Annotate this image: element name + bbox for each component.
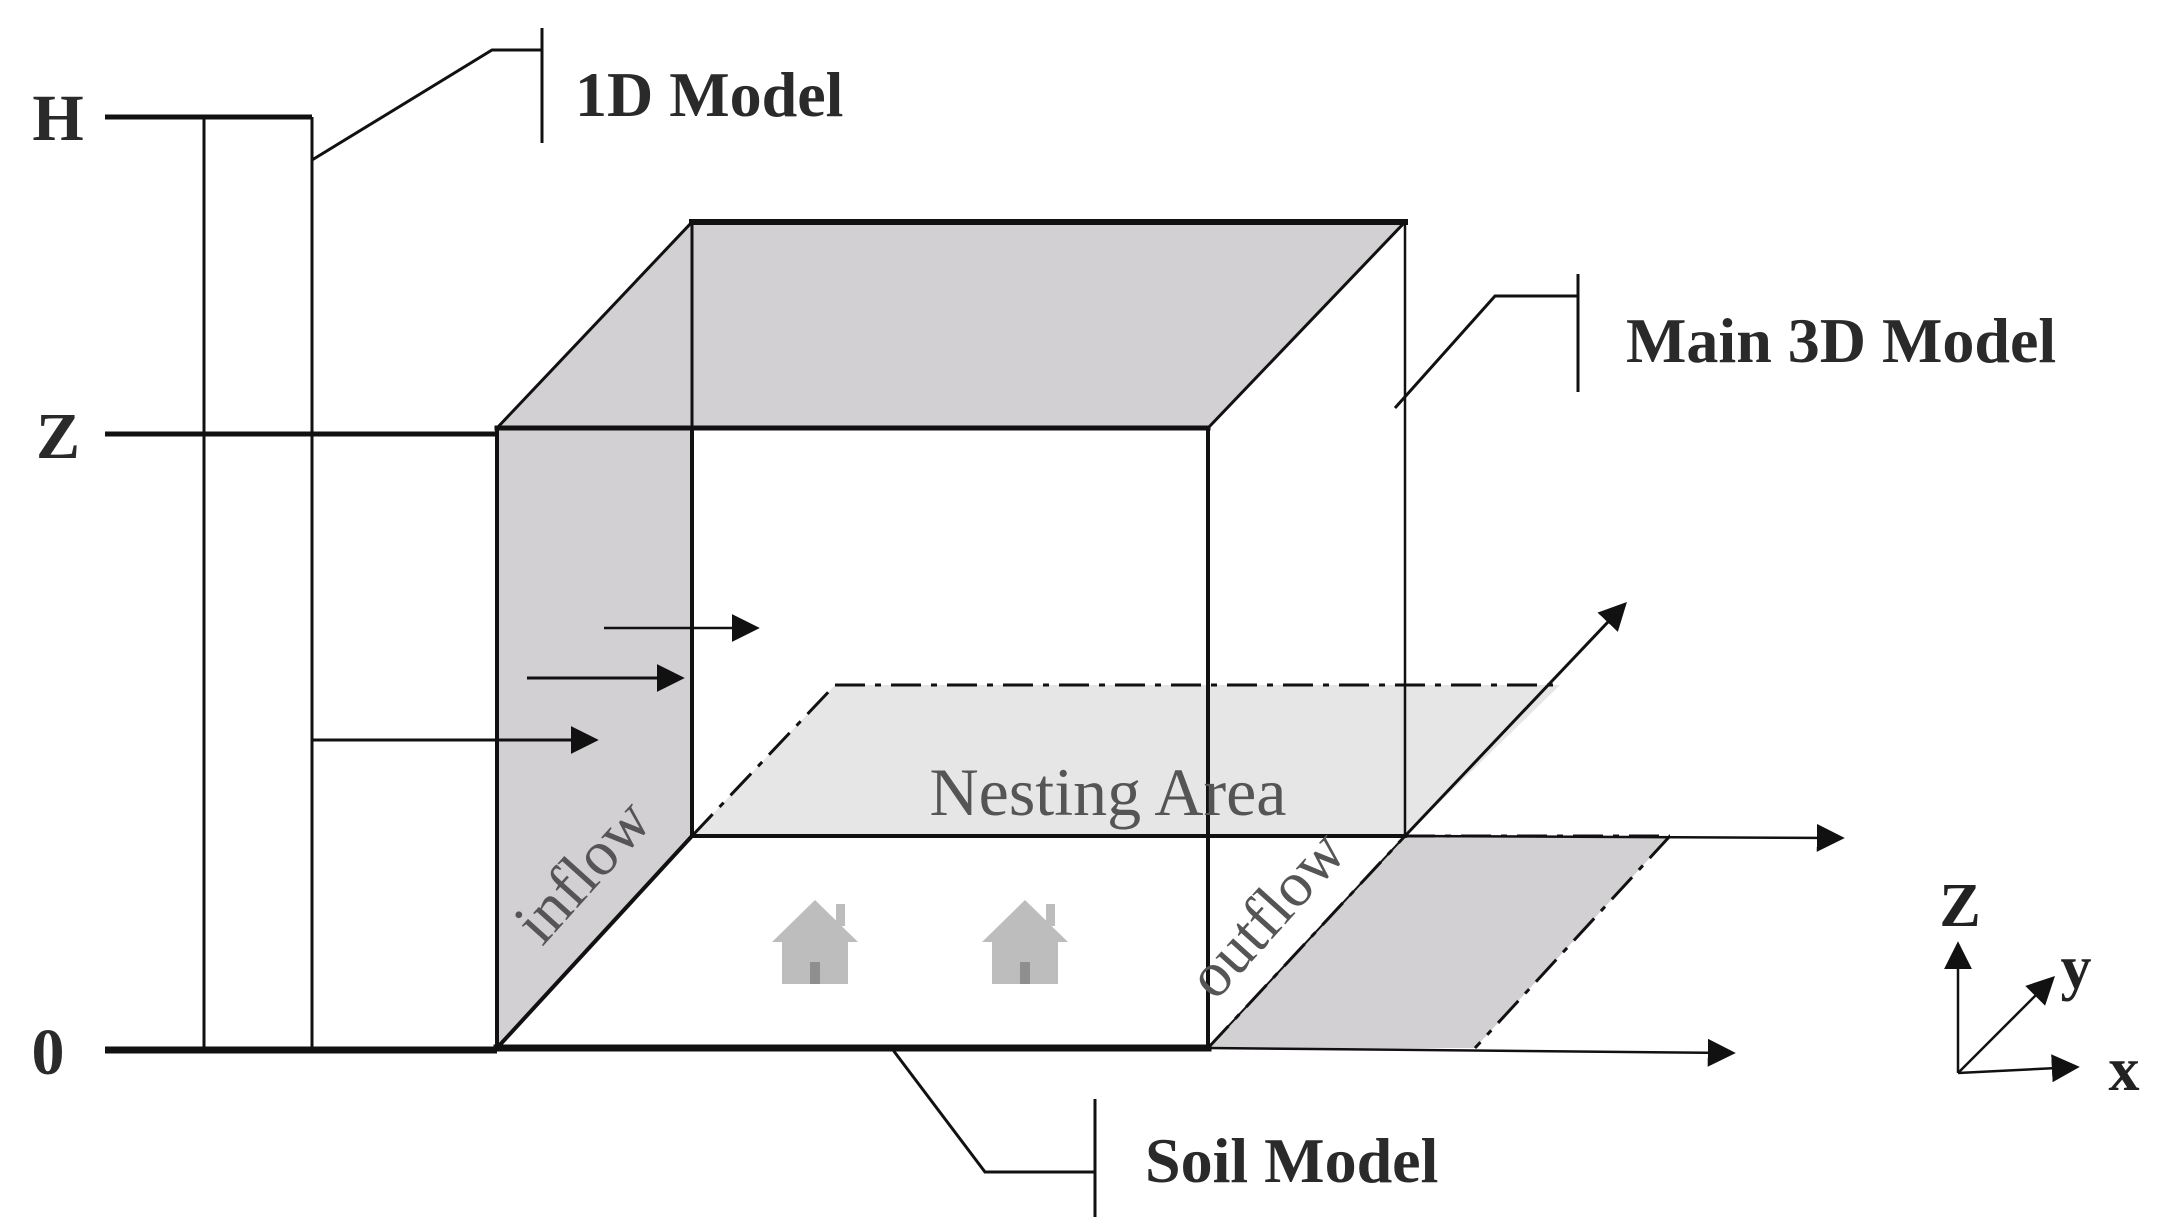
coordinate-axis-labels: Z y x [1939, 872, 2139, 1104]
column-1d [105, 114, 497, 1054]
outflow-arrows [1207, 601, 1845, 1067]
callout-leaders [311, 28, 1580, 1217]
inflow-arrows [312, 614, 760, 754]
coordinate-axes [1944, 941, 2080, 1083]
axis-label-z: Z [1939, 872, 1980, 940]
shaded-faces [497, 222, 1670, 1048]
height-label-top: H [32, 82, 83, 155]
nesting-area [692, 685, 1560, 836]
house-icon [772, 900, 858, 984]
inflow-face [497, 428, 692, 1048]
axis-label-y: y [2061, 934, 2092, 1002]
house-icon [982, 900, 1068, 984]
label-nesting-area: Nesting Area [930, 754, 1287, 830]
outflow-shade [1208, 836, 1670, 1048]
top-face [497, 222, 1405, 428]
height-axis-labels: H Z 0 [32, 82, 84, 1089]
label-main-3d-model: Main 3D Model [1626, 305, 2056, 376]
main-3d-box [493, 219, 1408, 1052]
axis-label-x: x [2109, 1036, 2140, 1104]
height-label-mid: Z [36, 400, 80, 473]
height-label-bottom: 0 [32, 1016, 65, 1089]
label-soil-model: Soil Model [1145, 1125, 1438, 1196]
label-1d-model: 1D Model [575, 59, 843, 130]
